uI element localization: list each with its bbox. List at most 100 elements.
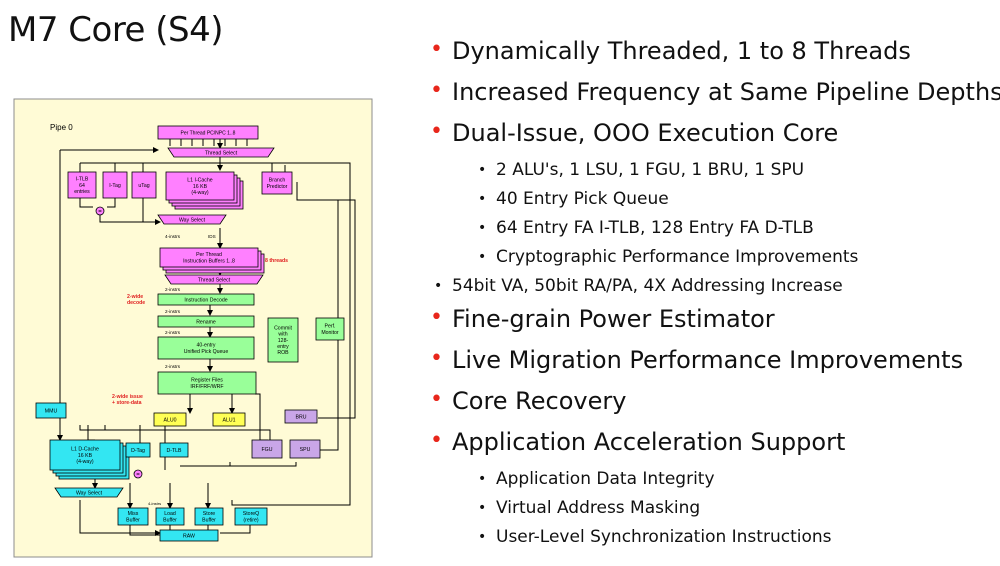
block-label: Thread Select: [205, 151, 238, 157]
block-label: Miss: [128, 511, 139, 517]
comparator-icon: [95, 206, 105, 216]
block-label: MMU: [45, 408, 58, 414]
block-decode: Instruction Decode: [157, 293, 255, 306]
block-label: L1 D-Cache: [71, 447, 99, 453]
bullet-dot-icon: •: [430, 37, 443, 62]
bullet-item: •User-Level Synchronization Instructions: [430, 524, 996, 553]
block-label: ROB: [277, 350, 289, 356]
instrs-label: 2-instrs: [165, 330, 181, 335]
connector-line: [80, 162, 351, 506]
block-bru: BRU: [284, 409, 318, 424]
block-label: with: [278, 332, 287, 338]
block-label: Rename: [196, 319, 216, 325]
bullet-dot-icon: •: [478, 500, 487, 516]
block-label: Instruction Buffers 1..8: [183, 258, 235, 264]
block-label: uTag: [138, 183, 149, 189]
block-thread-select2: Thread Select: [164, 274, 264, 285]
slide-title: M7 Core (S4): [8, 10, 224, 50]
bullet-dot-icon: •: [478, 249, 487, 265]
wide-issue-label: 2-wide issue: [112, 394, 143, 400]
block-label: Instruction Decode: [184, 297, 227, 303]
connector-line: [320, 200, 339, 451]
block-label: (4-way): [191, 190, 209, 196]
block-label: 40-entry: [196, 343, 215, 349]
block-way-select2: Way Select: [54, 487, 124, 498]
bullet-text: Core Recovery: [452, 387, 627, 415]
block-label: Unified Pick Queue: [184, 349, 229, 355]
block-raw: RAW: [159, 529, 219, 542]
block-perf: Perf.Monitor: [315, 317, 345, 341]
block-storeq: StoreQ(retire): [234, 507, 268, 526]
bullet-dot-icon: •: [430, 346, 443, 371]
connector-line: [220, 525, 251, 534]
connector-line: [230, 462, 297, 467]
bullet-item: • Cryptographic Performance Improvements: [430, 244, 996, 273]
block-label: (4-way): [76, 459, 94, 465]
block-label: 16 KB: [193, 184, 208, 190]
block-label: Per Thread PC/NPC 1..8: [181, 130, 236, 136]
bullet-dot-icon: •: [430, 78, 443, 103]
block-label: 16 KB: [78, 453, 93, 459]
bullet-text: Dual-Issue, OOO Execution Core: [452, 119, 839, 147]
block-label: IRF/FRF/WRF: [190, 384, 223, 390]
block-label: D-TLB: [167, 448, 183, 454]
block-label: RAW: [183, 533, 195, 539]
bullet-item: • Increased Frequency at Same Pipeline De…: [430, 75, 1000, 116]
block-utag: uTag: [131, 171, 157, 199]
bullet-dot-icon: •: [434, 278, 443, 294]
fetch-ids-label: IDS: [208, 234, 216, 239]
instrs-label: 4-instrs: [148, 501, 161, 506]
connector-line: [107, 198, 116, 208]
block-label: entry: [277, 344, 289, 350]
bullet-item: •Application Data Integrity: [430, 466, 996, 495]
block-label: Perf.: [325, 324, 336, 330]
wide-decode-label: 2-wide: [127, 294, 143, 300]
block-label: Branch: [269, 178, 286, 184]
block-label: Buffer: [202, 517, 216, 523]
block-label: (retire): [243, 517, 259, 523]
bullet-dot-icon: •: [478, 220, 487, 236]
bullet-text: Live Migration Performance Improvements: [452, 346, 964, 374]
bullet-text: Increased Frequency at Same Pipeline Dep…: [452, 78, 1000, 106]
block-label: Register Files: [191, 378, 223, 384]
bullet-dot-icon: •: [430, 305, 443, 330]
bullet-dot-icon: •: [478, 191, 487, 207]
bullet-dot-icon: •: [478, 471, 487, 487]
block-dtag: D-Tag: [125, 442, 151, 458]
block-label: Way Select: [179, 218, 206, 224]
block-label: 128-: [278, 338, 289, 344]
block-label: D-Tag: [131, 448, 145, 454]
block-label: Buffer: [163, 517, 177, 523]
comparator-symbol: =: [136, 472, 140, 478]
bullet-text: User-Level Synchronization Instructions: [496, 527, 832, 547]
instrs-label: 2-instrs: [165, 364, 181, 369]
bullet-dot-icon: •: [430, 119, 443, 144]
bullet-text: Cryptographic Performance Improvements: [496, 247, 859, 267]
bullet-item: •Dynamically Threaded, 1 to 8 Threads: [430, 34, 996, 75]
bullet-item: • 54bit VA, 50bit RA/PA, 4X Addressing In…: [430, 273, 996, 302]
bullet-item: • Live Migration Performance Improvements: [430, 343, 996, 384]
bullet-text: 54bit VA, 50bit RA/PA, 4X Addressing Inc…: [452, 276, 843, 296]
threads-label: 8 threads: [265, 258, 288, 264]
block-label: FGU: [262, 447, 273, 453]
connector-line: [296, 182, 356, 419]
block-pc: Per Thread PC/NPC 1..8: [157, 125, 259, 140]
block-label: Load: [164, 511, 176, 517]
bullet-item: • Dual-Issue, OOO Execution Core: [430, 116, 996, 157]
block-label: Thread Select: [198, 278, 231, 284]
connector-line: [79, 500, 161, 536]
block-label: Monitor: [321, 330, 339, 336]
block-label: BRU: [296, 414, 307, 420]
block-label: Buffer: [126, 517, 140, 523]
block-label: StoreQ: [243, 511, 259, 517]
comparator-icon: [133, 469, 143, 479]
block-alu1: ALU1: [212, 412, 246, 427]
